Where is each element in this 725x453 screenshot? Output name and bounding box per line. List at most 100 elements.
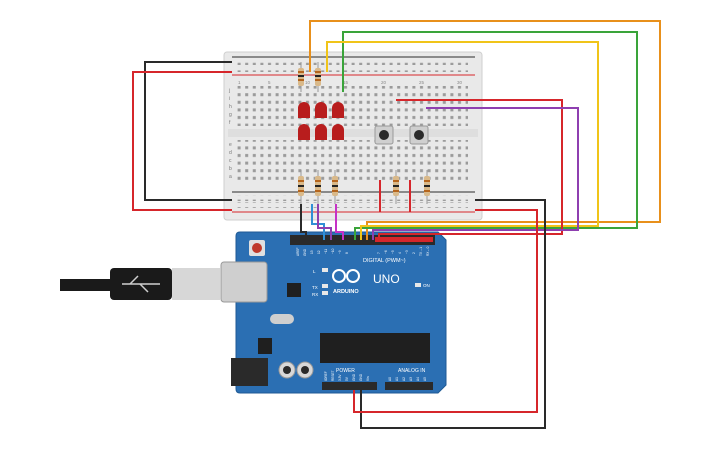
wires — [132, 20, 661, 429]
usb-icon — [122, 275, 160, 293]
pin-label: 2 — [412, 252, 416, 254]
tx-label: TX — [312, 285, 318, 290]
led — [332, 102, 344, 118]
bottom-resistors — [298, 170, 430, 204]
resistor — [298, 170, 304, 204]
row-letter: g — [229, 112, 232, 118]
resistor — [424, 170, 430, 204]
crystal — [270, 314, 294, 324]
pin-label: A2 — [402, 377, 406, 381]
pin-label: RESET — [331, 370, 335, 381]
model-label: UNO — [373, 272, 400, 286]
onboard-led — [322, 268, 328, 272]
usb-cable — [60, 268, 220, 300]
wire-purple-short — [317, 204, 332, 240]
led — [315, 102, 327, 118]
pushbutton[interactable] — [374, 125, 394, 145]
power-header — [322, 382, 377, 390]
digital-header — [290, 235, 435, 245]
led-array — [298, 102, 344, 140]
pin-label: GND — [352, 373, 356, 381]
pin-label: A5 — [423, 377, 427, 381]
column-number: 1 — [238, 80, 241, 85]
pin-label: GND — [359, 373, 363, 381]
row-letter: d — [229, 150, 232, 156]
usb-port — [220, 261, 268, 303]
pin-label: IOREF — [324, 371, 328, 381]
row-letter: b — [229, 166, 232, 172]
pin-label: 12 — [317, 250, 321, 254]
brand-label: ARDUINO — [333, 289, 359, 295]
pin-label: 13 — [310, 250, 314, 254]
center-divider — [228, 129, 478, 137]
row-letter: h — [229, 104, 232, 110]
pin-label: AREF — [296, 247, 300, 256]
resistor — [332, 170, 338, 204]
wire-magenta — [335, 204, 344, 240]
lower-terminal-strip — [236, 140, 468, 180]
on-label: ON — [423, 283, 430, 288]
pin-label: 4 — [398, 252, 402, 254]
pin-label: ~6 — [384, 250, 388, 254]
upper-terminal-strip — [236, 86, 468, 126]
usb-chip — [287, 283, 301, 297]
resistor — [298, 62, 304, 92]
rx-led — [322, 291, 328, 295]
row-letter: f — [229, 120, 231, 126]
top-resistors — [298, 62, 321, 92]
led — [298, 124, 310, 140]
breadboard-jumpers — [379, 180, 411, 212]
pin-label: 7 — [377, 252, 381, 254]
row-letter: a — [229, 174, 232, 180]
arduino-uno-board: ARDUINO UNO DIGITAL (PWM~) POWER ANALOG … — [220, 231, 447, 394]
wire-red-power — [353, 209, 538, 413]
led — [315, 124, 327, 140]
wire-red-left — [132, 71, 232, 211]
wire-black-right — [360, 199, 546, 429]
column-number: 25 — [419, 80, 425, 85]
wire-red-right — [378, 99, 563, 240]
pin-label: A4 — [416, 377, 420, 381]
voltage-regulator — [258, 338, 272, 354]
arduino-logo — [332, 269, 360, 283]
capacitor — [296, 361, 314, 379]
tx-led — [322, 284, 328, 288]
row-letter: i — [229, 96, 230, 102]
pin-label: ~3 — [405, 250, 409, 254]
pushbutton[interactable] — [409, 125, 429, 145]
wire-black-left — [144, 61, 232, 201]
digital-label: DIGITAL (PWM~) — [363, 258, 406, 264]
bottom-power-rail — [232, 191, 475, 213]
analog-header — [385, 382, 433, 390]
pin-label: ~10 — [331, 248, 335, 254]
pin-label: RX←0 — [426, 246, 430, 256]
pin-label: Vin — [366, 376, 370, 381]
resistor — [315, 62, 321, 92]
reset-button[interactable] — [249, 240, 265, 256]
rx-label: RX — [312, 292, 318, 297]
row-letter: e — [229, 142, 232, 148]
pin-label: 8 — [345, 252, 349, 254]
pin-label: ~5 — [391, 250, 395, 254]
breadboard: j i h g f e d c b a 1 5 10 15 20 25 30 — [223, 51, 483, 221]
pin-label: 3.3V — [338, 374, 342, 381]
column-number: 20 — [381, 80, 387, 85]
pin-label: 5V — [345, 376, 349, 381]
capacitor — [278, 361, 296, 379]
resistor — [315, 170, 321, 204]
led — [298, 102, 310, 118]
wire-black-short — [300, 204, 307, 240]
pin-label: GND — [303, 248, 307, 256]
power-jack — [231, 358, 268, 386]
pin-label: TX→1 — [419, 247, 423, 256]
pin-label: A0 — [388, 377, 392, 381]
pin-label: A3 — [409, 377, 413, 381]
column-number: 30 — [457, 80, 463, 85]
pin-label: ~11 — [324, 249, 328, 254]
pin-label: A1 — [395, 377, 399, 381]
row-letter: c — [229, 158, 232, 164]
atmega-chip — [320, 333, 430, 363]
top-power-rail — [232, 56, 475, 76]
column-number: 15 — [343, 80, 349, 85]
